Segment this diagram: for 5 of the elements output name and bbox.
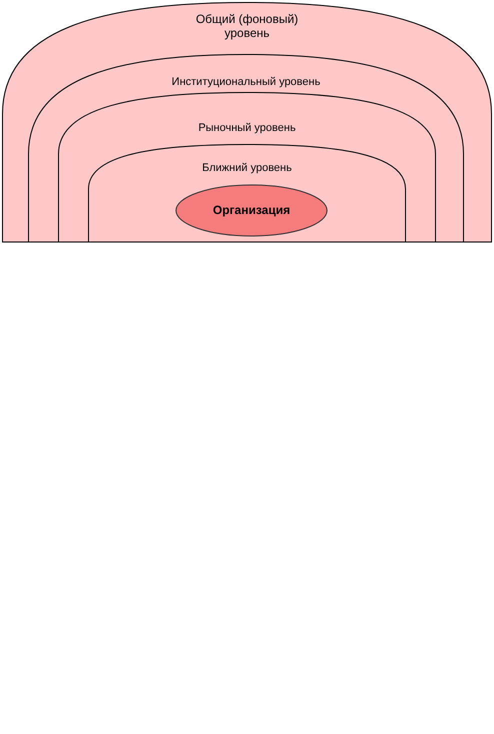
level-label: Институциональный уровень (172, 76, 320, 88)
node-label: Организация (212, 203, 290, 217)
level-label: Ближний уровень (202, 162, 292, 174)
level-label: Общий (фоновый) уровень (194, 12, 300, 40)
level-label: Рыночный уровень (198, 122, 296, 134)
